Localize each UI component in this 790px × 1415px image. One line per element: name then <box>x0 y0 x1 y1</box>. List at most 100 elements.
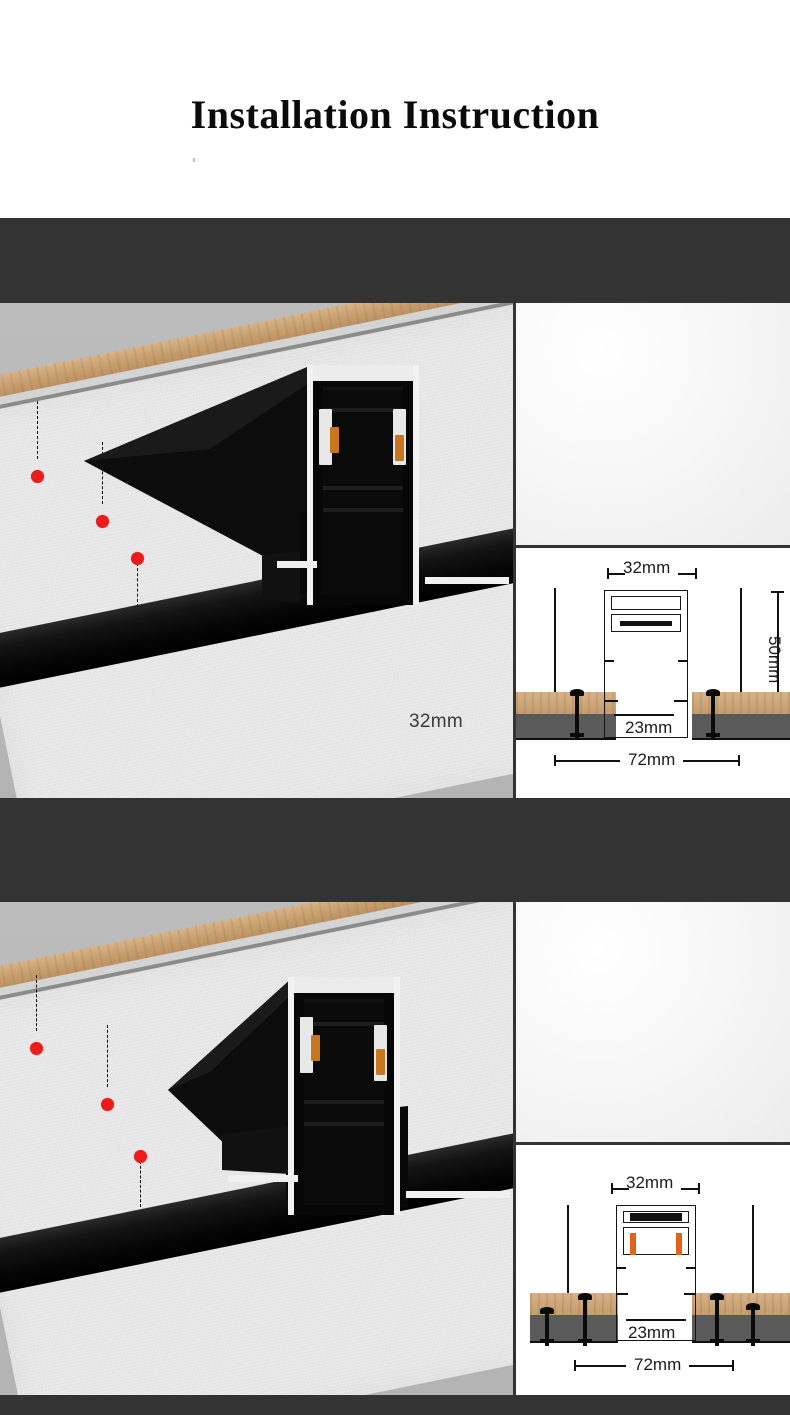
screw-head <box>706 689 720 696</box>
ceiling-face-right <box>692 738 790 740</box>
pane-divider-vertical <box>513 303 516 798</box>
dim-line-23 <box>614 714 674 716</box>
mounting-flange-right <box>406 1191 510 1198</box>
connector-contact-right <box>395 435 404 461</box>
marker-dot <box>101 1098 114 1111</box>
profile-rib <box>304 1100 384 1104</box>
profile-step-right <box>686 1267 696 1269</box>
profile-photo-illustration <box>516 303 790 545</box>
marker-dot <box>96 515 109 528</box>
profile-step-right <box>678 660 688 662</box>
separator-band-bottom <box>0 1395 790 1415</box>
screw-shaft <box>545 1312 549 1346</box>
profile-rib <box>304 1022 384 1026</box>
leader-line <box>140 1161 141 1207</box>
cross-section-drawing-with-height: 32mm 50mm <box>516 548 790 798</box>
ceiling-face-left <box>530 1341 618 1343</box>
dimension-32mm: 32mm <box>623 558 671 577</box>
marker-dot <box>31 470 44 483</box>
connector-contact-left <box>630 1233 636 1255</box>
profile-top-cap <box>294 977 394 993</box>
dim-tick <box>607 568 609 579</box>
ext-line-right <box>752 1205 754 1300</box>
profile-clip-left <box>300 1017 313 1073</box>
track-profile-photo-plain <box>516 902 790 1142</box>
screw-shaft <box>751 1308 755 1346</box>
dim-tick <box>554 755 556 766</box>
title-speck <box>193 158 195 162</box>
screw-tip <box>706 733 720 737</box>
led-strip <box>630 1213 682 1221</box>
leader-line <box>107 1025 108 1087</box>
profile-outline <box>616 1205 696 1341</box>
screw-shaft <box>711 694 715 740</box>
screw-tip <box>578 1339 592 1343</box>
profile-step-left <box>616 1267 626 1269</box>
marker-dot <box>134 1150 147 1163</box>
marker-dot <box>131 552 144 565</box>
dim-line-32 <box>681 1188 699 1190</box>
profile-lip-right <box>674 700 688 702</box>
led-strip <box>620 621 672 626</box>
screw-shaft <box>575 694 579 740</box>
title-area: Installation Instruction <box>0 0 790 218</box>
recessed-track-ceiling-render-2 <box>0 902 513 1395</box>
pane-divider-horizontal <box>516 1142 790 1145</box>
marker-dot <box>30 1042 43 1055</box>
section-recessed-perforated: 32mm <box>0 303 790 798</box>
separator-band-middle <box>0 798 790 902</box>
track-profile-cross-section <box>228 977 510 1215</box>
profile-lip-left <box>604 700 618 702</box>
profile-rib <box>323 508 403 512</box>
page-title: Installation Instruction <box>190 92 600 137</box>
dim-line-32 <box>611 1188 629 1190</box>
track-profile-photo-perforated <box>516 303 790 545</box>
dim-line-32 <box>607 573 625 575</box>
profile-top-cap <box>313 365 413 381</box>
dim-tick <box>574 1360 576 1371</box>
profile-rib <box>304 1122 384 1126</box>
plaster-layer-left <box>530 1315 618 1341</box>
track-profile-cross-section <box>277 365 509 605</box>
profile-cavity <box>304 999 384 1205</box>
screw-tip <box>746 1339 760 1343</box>
profile-rib <box>323 408 403 412</box>
profile-top-channel <box>611 596 681 610</box>
screw-shaft <box>715 1298 719 1346</box>
screw-shaft <box>583 1298 587 1346</box>
dim-line-23 <box>626 1319 686 1321</box>
ext-line-left <box>554 588 556 693</box>
wood-layer-right <box>692 1293 790 1315</box>
mounting-flange-right <box>425 577 509 584</box>
leader-line <box>36 975 37 1031</box>
separator-band-top <box>0 218 790 303</box>
connector-contact-left <box>330 427 339 453</box>
profile-step-left <box>604 660 614 662</box>
pane-divider-vertical <box>513 902 516 1395</box>
profile-rib <box>323 486 403 490</box>
dim-line-50 <box>777 591 779 739</box>
product-photo <box>516 303 790 545</box>
pane-divider-horizontal <box>516 545 790 548</box>
screw-head <box>710 1293 724 1300</box>
profile-outline <box>604 590 688 738</box>
leader-line <box>137 563 138 607</box>
profile-clip-left <box>319 409 332 465</box>
screw-tip <box>710 1339 724 1343</box>
connector-contact-left <box>311 1035 320 1061</box>
section-recessed-plain: 32mm <box>0 902 790 1395</box>
dim-tick <box>695 568 697 579</box>
screw-tip <box>570 733 584 737</box>
dimension-72mm: 72mm <box>620 750 684 770</box>
render-dimension-caption: 32mm <box>409 711 463 732</box>
profile-photo-illustration <box>516 902 790 1142</box>
leader-line <box>102 442 103 504</box>
dimension-50mm: 50mm <box>765 636 784 684</box>
wood-layer-left <box>516 692 616 714</box>
connector-contact-right <box>376 1049 385 1075</box>
technical-drawing: 32mm <box>516 1145 790 1395</box>
ceiling-face-left <box>516 738 616 740</box>
recessed-track-ceiling-render: 32mm <box>0 303 513 798</box>
dim-tick <box>771 591 784 593</box>
